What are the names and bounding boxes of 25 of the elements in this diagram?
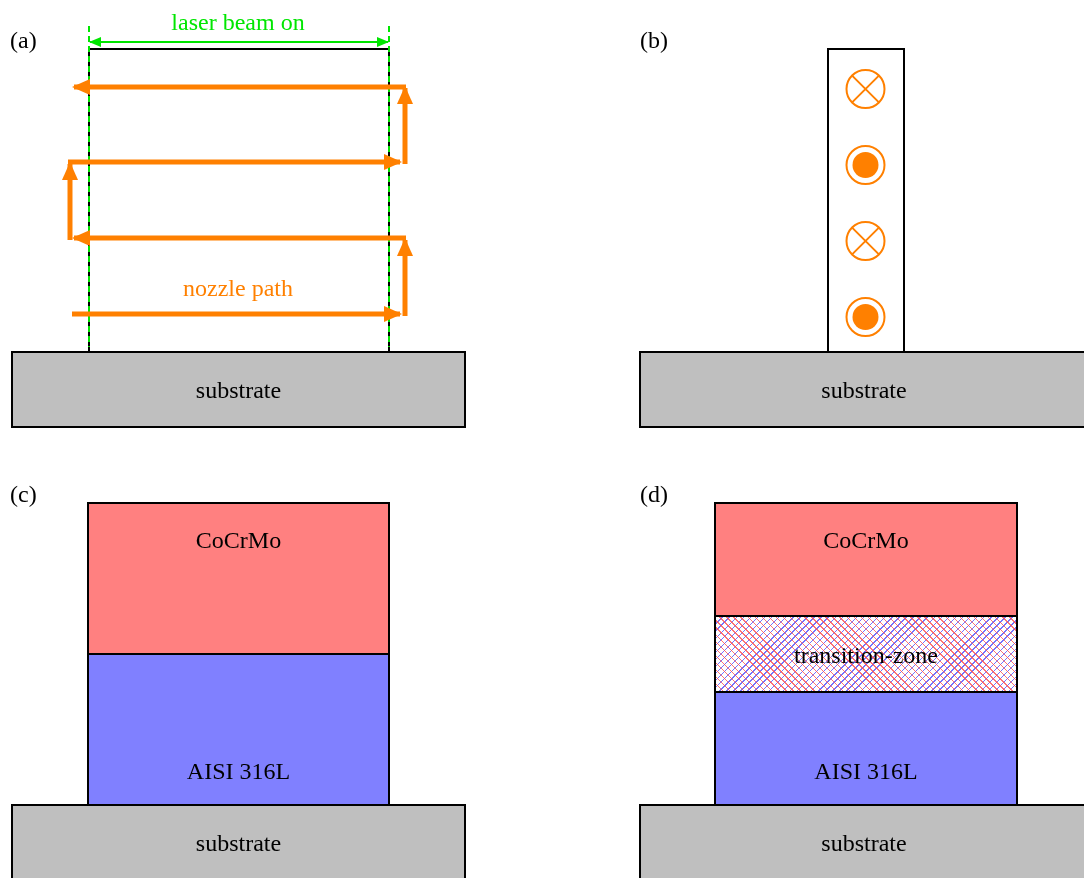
layer-block [87, 653, 390, 807]
panel-label: (a) [10, 28, 37, 52]
dimension-label: laser beam on [171, 10, 305, 34]
layer-label: substrate [195, 377, 282, 402]
panel-label: (b) [640, 28, 668, 52]
layer-block [87, 502, 390, 656]
panel-label: (c) [10, 482, 37, 506]
layer-label: substrate [195, 830, 282, 855]
layer-label: AISI 316L [186, 759, 291, 783]
panel-label: (d) [640, 482, 668, 506]
substrate-block [11, 804, 466, 878]
layer-label: AISI 316L [814, 759, 918, 783]
layer-label: substrate [821, 830, 907, 855]
layer-label: transition-zone [794, 642, 938, 667]
layer-block [714, 502, 1018, 618]
substrate-block [11, 351, 466, 428]
substrate-block [639, 351, 1084, 428]
substrate-block [639, 804, 1084, 878]
transition-zone-block [714, 615, 1018, 694]
path-label: nozzle path [183, 276, 293, 300]
layer-label: CoCrMo [823, 528, 909, 552]
wall-box [827, 48, 905, 354]
layer-label: substrate [821, 377, 907, 402]
layer-label: CoCrMo [195, 528, 282, 552]
layer-block [714, 691, 1018, 807]
